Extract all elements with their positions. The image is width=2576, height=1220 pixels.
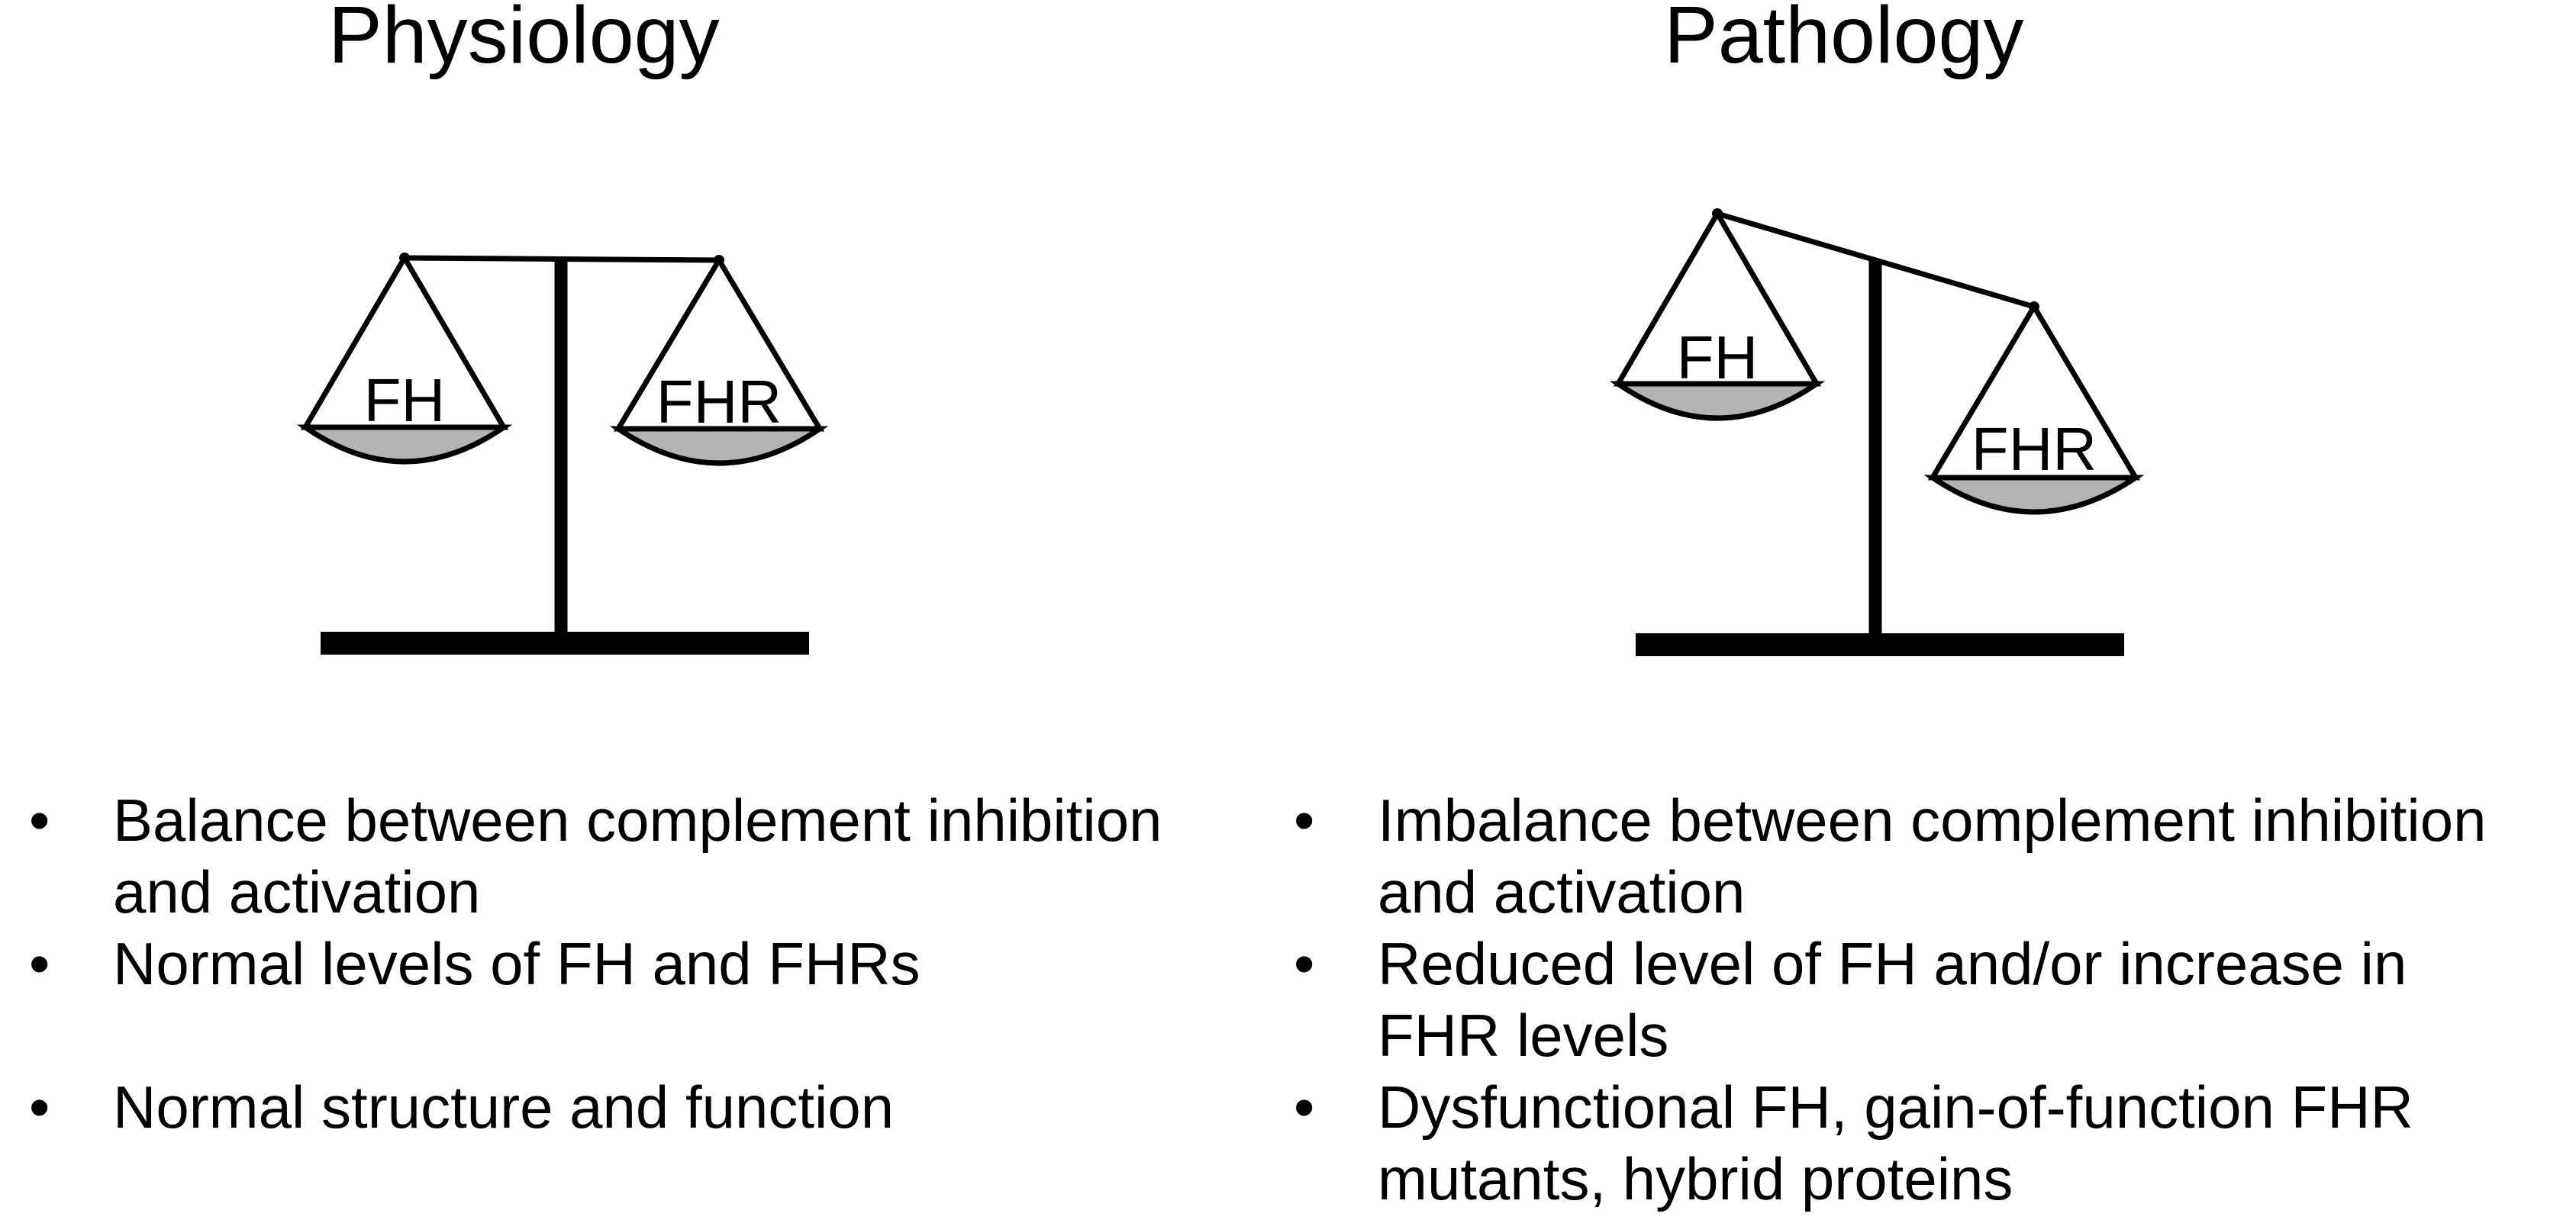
bullet-text: Balance between complement inhibition an… [113,787,1162,925]
bullet-dot: • [29,930,50,997]
bullet-dot: • [1294,930,1315,997]
list-item: • Imbalance between complement inhibitio… [1294,784,2523,928]
bullet-dot: • [29,1074,50,1141]
physiology-bullet-list: • Balance between complement inhibition … [29,784,1220,1143]
tilted-scale [1609,208,2145,656]
bullet-dot: • [29,787,50,854]
bullet-text: Normal structure and function [113,1074,895,1141]
pathology-title: Pathology [1664,0,2024,80]
pan-label-fhr-pathology: FHR [1971,415,2097,483]
pan-label-fh-physiology: FH [364,366,446,434]
bullet-text: Reduced level of FH and/or increase in F… [1378,930,2407,1069]
pan-label-fh-pathology: FH [1677,324,1759,391]
scale-beam [1717,211,2035,310]
pathology-bullet-list: • Imbalance between complement inhibitio… [1294,784,2523,1215]
pan-label-fhr-physiology: FHR [656,368,782,436]
pan-fhr [609,255,829,466]
pan-fhr [1923,301,2145,515]
scale-base [321,632,809,655]
pan-fh [1609,208,1826,421]
list-item: • Balance between complement inhibition … [29,784,1220,928]
list-item: • Normal structure and function [29,1071,1220,1143]
bullet-text: Imbalance between complement inhibition … [1378,787,2487,925]
list-item: • Reduced level of FH and/or increase in… [1294,928,2523,1071]
bullet-dot: • [1294,787,1315,854]
bullet-text: Dysfunctional FH, gain-of-function FHR m… [1378,1074,2413,1212]
list-item: • Normal levels of FH and FHRs [29,928,1220,999]
scale-beam [404,255,720,263]
balanced-scale [296,253,829,655]
bullet-dot: • [1294,1074,1315,1141]
physiology-title: Physiology [328,0,720,80]
list-item: • Dysfunctional FH, gain-of-function FHR… [1294,1071,2523,1215]
bullet-text: Normal levels of FH and FHRs [113,930,920,997]
pan-fh [296,253,513,465]
scale-base [1636,633,2124,656]
